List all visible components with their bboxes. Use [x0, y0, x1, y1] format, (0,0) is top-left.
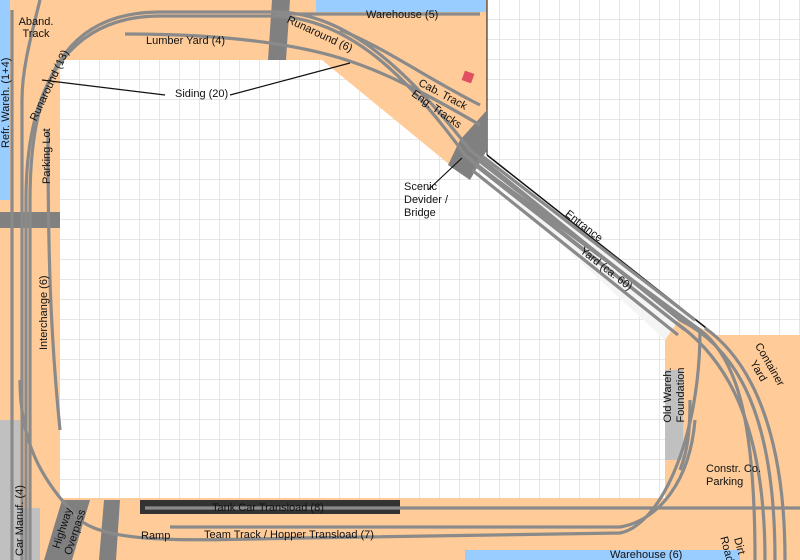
- tracks: [10, 0, 800, 560]
- label-warehouse-top: Warehouse (5): [366, 9, 439, 21]
- label-lumber-yard: Lumber Yard (4): [146, 35, 226, 47]
- label-car-manuf: Car Manuf. (4): [14, 485, 26, 556]
- leader-lines: [41, 62, 463, 191]
- label-interchange: Interchange (6): [38, 275, 50, 350]
- label-old-wareh: Old Wareh. Foundation: [662, 367, 687, 423]
- label-aband-track: Aband. Track: [18, 16, 54, 40]
- label-ramp: Ramp: [141, 530, 171, 542]
- label-warehouse-bottom: Warehouse (6): [610, 549, 683, 560]
- label-scenic-divider: Scenic Devider / Bridge: [404, 181, 449, 219]
- label-refr-wareh: Refr. Wareh. (1+4): [0, 57, 12, 148]
- label-constr-parking: Constr. Co. Parking: [706, 463, 762, 488]
- water: [0, 0, 740, 560]
- label-parking-lot: Parking Lot: [41, 128, 53, 184]
- label-siding: Siding (20): [175, 88, 229, 100]
- label-tank-car-transload: Tank Car Transload (8): [212, 502, 324, 514]
- building-icon: [461, 70, 475, 84]
- label-team-track: Team Track / Hopper Transload (7): [204, 529, 374, 541]
